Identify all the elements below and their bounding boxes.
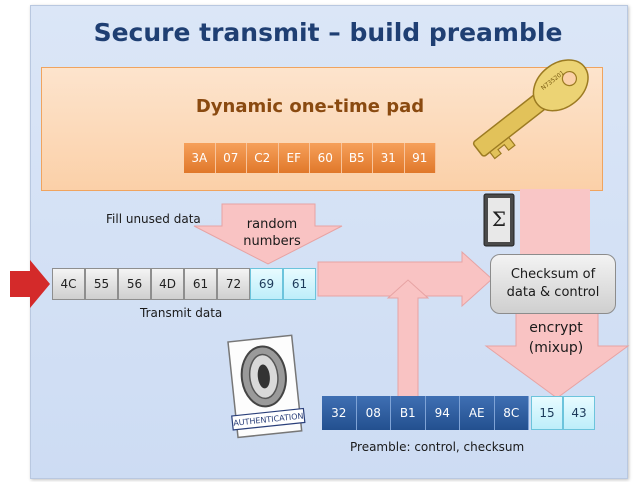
data-to-checksum-arrow [317,250,493,308]
random-numbers-label: random numbers [243,217,301,249]
byte-cell: 4D [151,268,184,300]
byte-cell: 43 [563,396,595,430]
byte-cell: 69 [250,268,283,300]
byte-cell: 56 [118,268,151,300]
byte-cell: EF [278,143,310,173]
encrypt-arrow [484,311,630,399]
byte-cell: 3A [184,143,216,173]
byte-cell: AE [460,396,495,430]
input-arrow [10,260,50,308]
byte-cell: 31 [373,143,405,173]
pad-title: Dynamic one-time pad [195,96,425,117]
preamble-up-arrow [386,279,430,399]
byte-cell: C2 [247,143,279,173]
byte-cell: 94 [425,396,460,430]
byte-cell: 15 [531,396,563,430]
transmit-data-label: Transmit data [140,306,223,320]
fill-unused-label: Fill unused data [106,212,201,226]
encrypt-label: encrypt (mixup) [528,320,584,356]
byte-cell: B1 [391,396,426,430]
page-title: Secure transmit – build preamble [93,18,563,47]
byte-cell: 61 [283,268,316,300]
svg-text:Σ: Σ [492,207,506,231]
byte-cell: 4C [52,268,85,300]
byte-cell: B5 [341,143,373,173]
byte-cell: 72 [217,268,250,300]
byte-cell: 60 [310,143,342,173]
byte-cell: 08 [356,396,391,430]
byte-cell: 61 [184,268,217,300]
byte-cell: 32 [322,396,357,430]
byte-cell: 8C [494,396,529,430]
checksum-box: Checksum of data & control [490,254,616,314]
byte-cell: 07 [215,143,247,173]
preamble-label: Preamble: control, checksum [350,440,525,454]
byte-cell: 55 [85,268,118,300]
byte-cell: 91 [404,143,436,173]
random-numbers-arrow [193,203,343,265]
